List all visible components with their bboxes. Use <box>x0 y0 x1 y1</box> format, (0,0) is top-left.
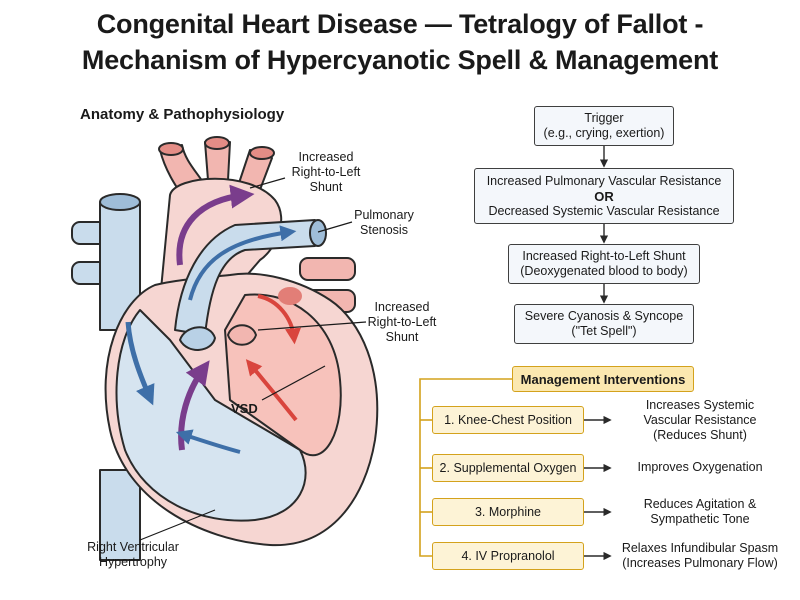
lv-flow-arrow <box>257 294 301 345</box>
leader-shunt-mid <box>257 321 367 331</box>
management-item-4: 4. IV Propranolol <box>432 542 584 570</box>
right-ventricle <box>115 309 307 522</box>
management-effect-1-line-1: Increases Systemic <box>645 398 755 412</box>
rv-lower-arrow <box>175 429 241 454</box>
pulmonary-vein-upper <box>299 257 356 281</box>
vena-cava-opening <box>99 193 141 211</box>
management-item-1: 1. Knee-Chest Position <box>432 406 584 434</box>
pulmonary-artery-opening <box>309 219 327 247</box>
flow-box-shunt-line-2: (Deoxygenated blood to body) <box>520 264 688 278</box>
label-vsd: VSD <box>231 401 258 416</box>
flow-box-resistance-line-2: Decreased Systemic Vascular Resistance <box>488 203 720 218</box>
label-shunt-top-line-3: Shunt <box>309 180 343 194</box>
management-title: Management Interventions <box>512 366 694 392</box>
leader-rvh <box>139 509 216 541</box>
flow-box-resistance: Increased Pulmonary Vascular Resistance … <box>474 168 734 224</box>
label-shunt-top-line-1: Increased <box>298 150 354 164</box>
label-shunt-mid-line-2: Right-to-Left <box>367 315 437 329</box>
left-atrium-highlight <box>278 287 302 305</box>
label-rvh-line-1: Right Ventricular <box>87 540 179 554</box>
title-line-2: Mechanism of Hypercyanotic Spell & Manag… <box>81 45 719 75</box>
label-shunt-top-line-2: Right-to-Left <box>291 165 361 179</box>
flow-box-shunt: Increased Right-to-Left Shunt (Deoxygena… <box>508 244 700 284</box>
management-effect-2: Improves Oxygenation <box>612 460 788 475</box>
management-effect-3-line-2: Sympathetic Tone <box>650 512 750 526</box>
pulmonary-flow-arrow <box>188 225 297 301</box>
management-item-2: 2. Supplemental Oxygen <box>432 454 584 482</box>
management-effect-4: Relaxes Infundibular Spasm (Increases Pu… <box>612 541 788 571</box>
flow-box-cyanosis: Severe Cyanosis & Syncope ("Tet Spell") <box>514 304 694 344</box>
flow-box-resistance-line-1: Increased Pulmonary Vascular Resistance <box>486 173 722 188</box>
management-effect-1-line-3: (Reduces Shunt) <box>653 428 747 442</box>
flow-box-cyanosis-line-1: Severe Cyanosis & Syncope <box>524 309 684 323</box>
leader-pulmonary-stenosis <box>317 221 353 233</box>
leader-vsd <box>261 365 326 401</box>
aorta-branch-3-opening <box>249 146 275 160</box>
management-effect-1-line-2: Vascular Resistance <box>643 413 757 427</box>
label-shunt-mid-line-3: Shunt <box>385 330 419 344</box>
vsd-shunt-arrow <box>245 359 298 422</box>
pulmonary-valve <box>179 326 216 351</box>
management-effect-4-line-2: (Increases Pulmonary Flow) <box>622 556 778 570</box>
management-effect-4-line-1: Relaxes Infundibular Spasm <box>621 541 779 555</box>
aorta-branch-2-opening <box>204 136 230 150</box>
flow-box-trigger-line-2: (e.g., crying, exertion) <box>543 126 665 140</box>
aortic-flow-arrow <box>176 184 255 266</box>
flow-box-resistance-or: OR <box>594 188 614 204</box>
label-rvh: Right Ventricular Hypertrophy <box>68 540 198 570</box>
management-item-3: 3. Morphine <box>432 498 584 526</box>
leader-shunt-top <box>249 177 286 189</box>
flow-box-cyanosis-line-2: ("Tet Spell") <box>571 324 637 338</box>
label-pulmonary-stenosis: Pulmonary Stenosis <box>344 208 424 238</box>
management-effect-3: Reduces Agitation & Sympathetic Tone <box>612 497 788 527</box>
flow-box-shunt-line-1: Increased Right-to-Left Shunt <box>522 249 686 263</box>
management-effect-2-line-1: Improves Oxygenation <box>637 460 763 474</box>
anatomy-section-title: Anatomy & Pathophysiology <box>80 106 285 123</box>
label-shunt-mid-line-1: Increased <box>374 300 430 314</box>
page-title: Congenital Heart Disease — Tetralogy of … <box>0 6 800 78</box>
rv-inflow-arrow <box>125 321 155 406</box>
label-pulmonary-stenosis-line-2: Stenosis <box>360 223 408 237</box>
management-effect-3-line-1: Reduces Agitation & <box>643 497 757 511</box>
flow-box-trigger: Trigger (e.g., crying, exertion) <box>534 106 674 146</box>
flow-box-trigger-line-1: Trigger <box>584 111 624 125</box>
aortic-valve <box>227 324 257 346</box>
label-shunt-top: Increased Right-to-Left Shunt <box>276 150 376 195</box>
label-rvh-line-2: Hypertrophy <box>98 555 168 569</box>
label-shunt-mid: Increased Right-to-Left Shunt <box>352 300 452 345</box>
label-pulmonary-stenosis-line-1: Pulmonary <box>354 208 414 222</box>
title-line-1: Congenital Heart Disease — Tetralogy of … <box>96 9 704 39</box>
aorta-branch-1-opening <box>158 142 184 156</box>
management-effect-1: Increases Systemic Vascular Resistance (… <box>612 398 788 443</box>
